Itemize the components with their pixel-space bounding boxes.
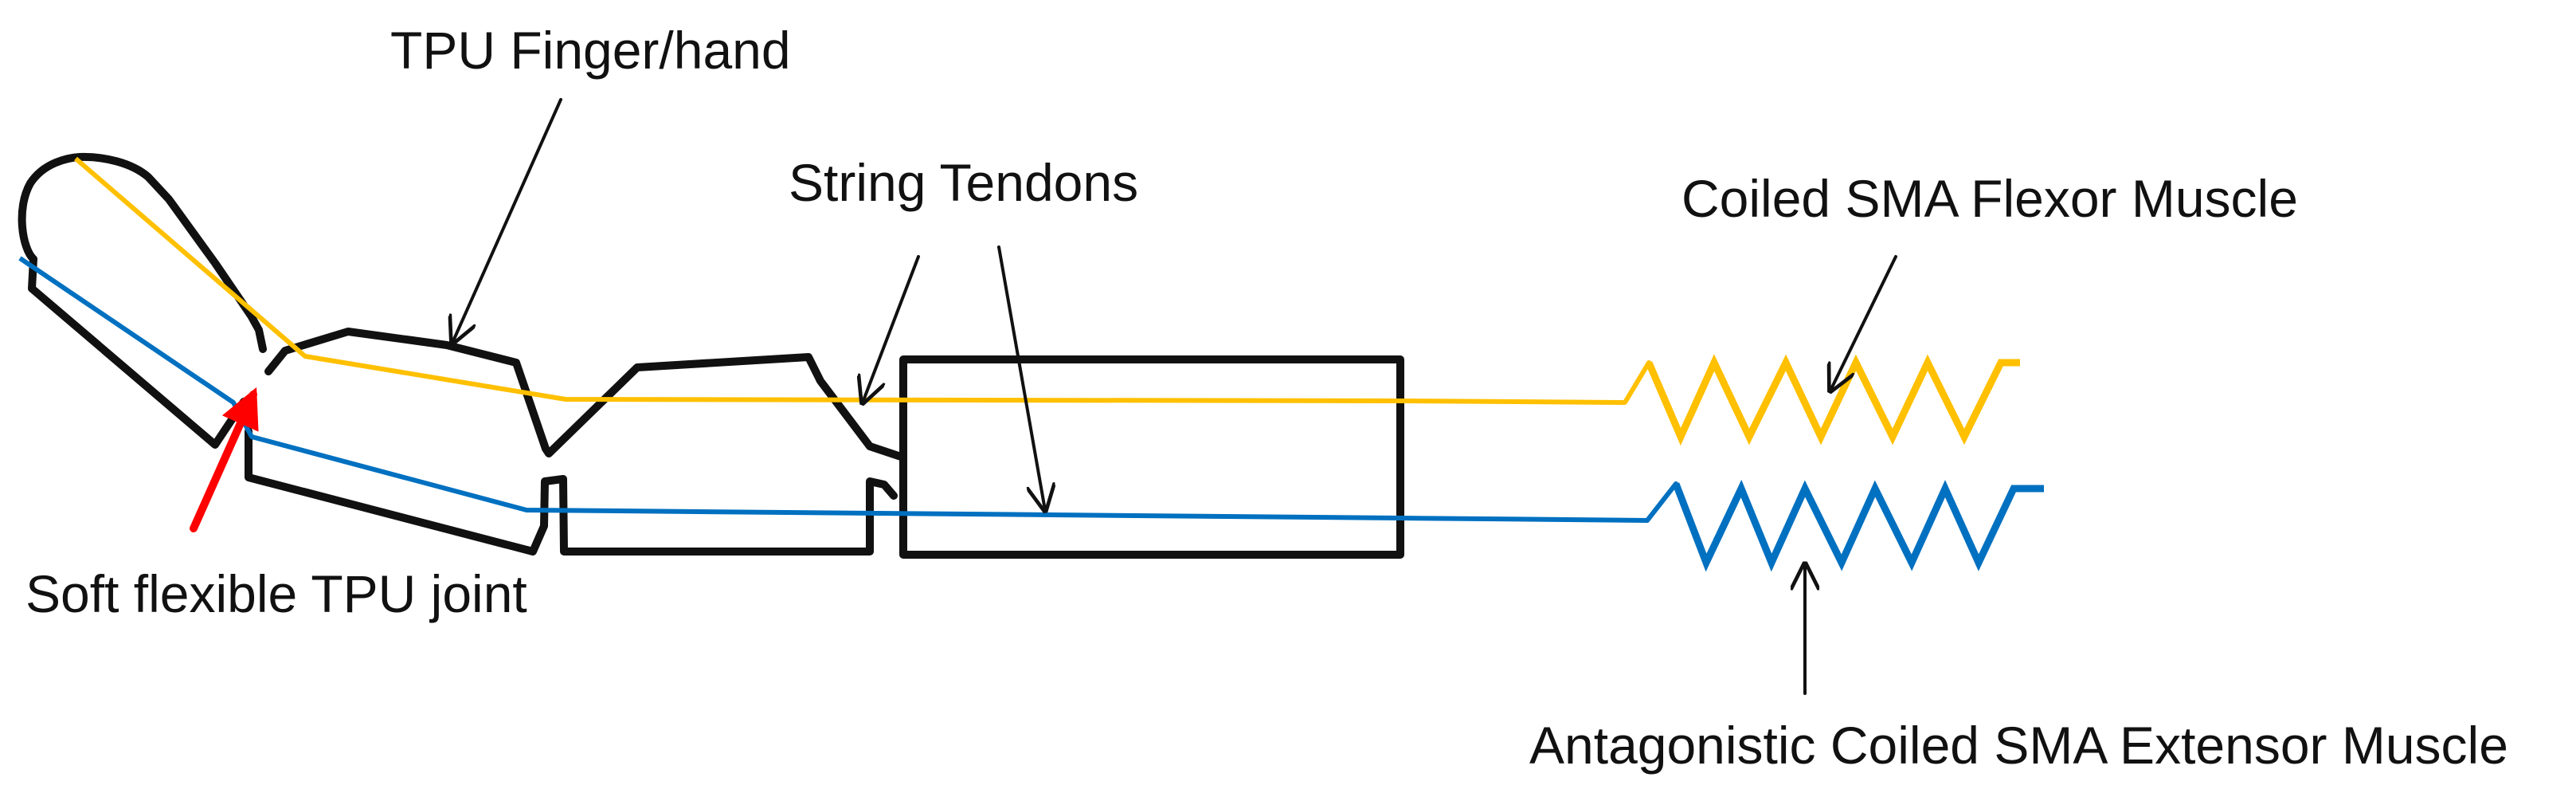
joint-pointer-arrow: [190, 387, 259, 532]
label-string-tendons: String Tendons: [789, 153, 1138, 212]
tpu-finger-body: [18, 152, 1404, 559]
fingertip-segment: [18, 152, 267, 449]
tendons-pointer-arrow-right: [997, 245, 1045, 510]
tendons-pointer-arrow-left: [863, 255, 920, 402]
flexor-pointer-arrow: [1830, 255, 1897, 391]
label-tpu-joint: Soft flexible TPU joint: [25, 564, 527, 623]
finger-pointer-arrow: [452, 98, 562, 343]
label-tpu-finger: TPU Finger/hand: [390, 21, 791, 80]
label-extensor-muscle: Antagonistic Coiled SMA Extensor Muscle: [1529, 716, 2508, 775]
middle-segment: [264, 328, 907, 461]
middle-segment-lower: [245, 427, 898, 556]
labels: TPU Finger/hand String Tendons Coiled SM…: [25, 21, 2508, 775]
sma-muscles: [1645, 354, 2044, 572]
pointer-arrows: [190, 98, 1897, 695]
extensor-coil: [1672, 479, 2044, 572]
label-flexor-muscle: Coiled SMA Flexor Muscle: [1681, 169, 2298, 228]
flexor-coil: [1645, 354, 2020, 446]
palm-block: [899, 355, 1404, 559]
